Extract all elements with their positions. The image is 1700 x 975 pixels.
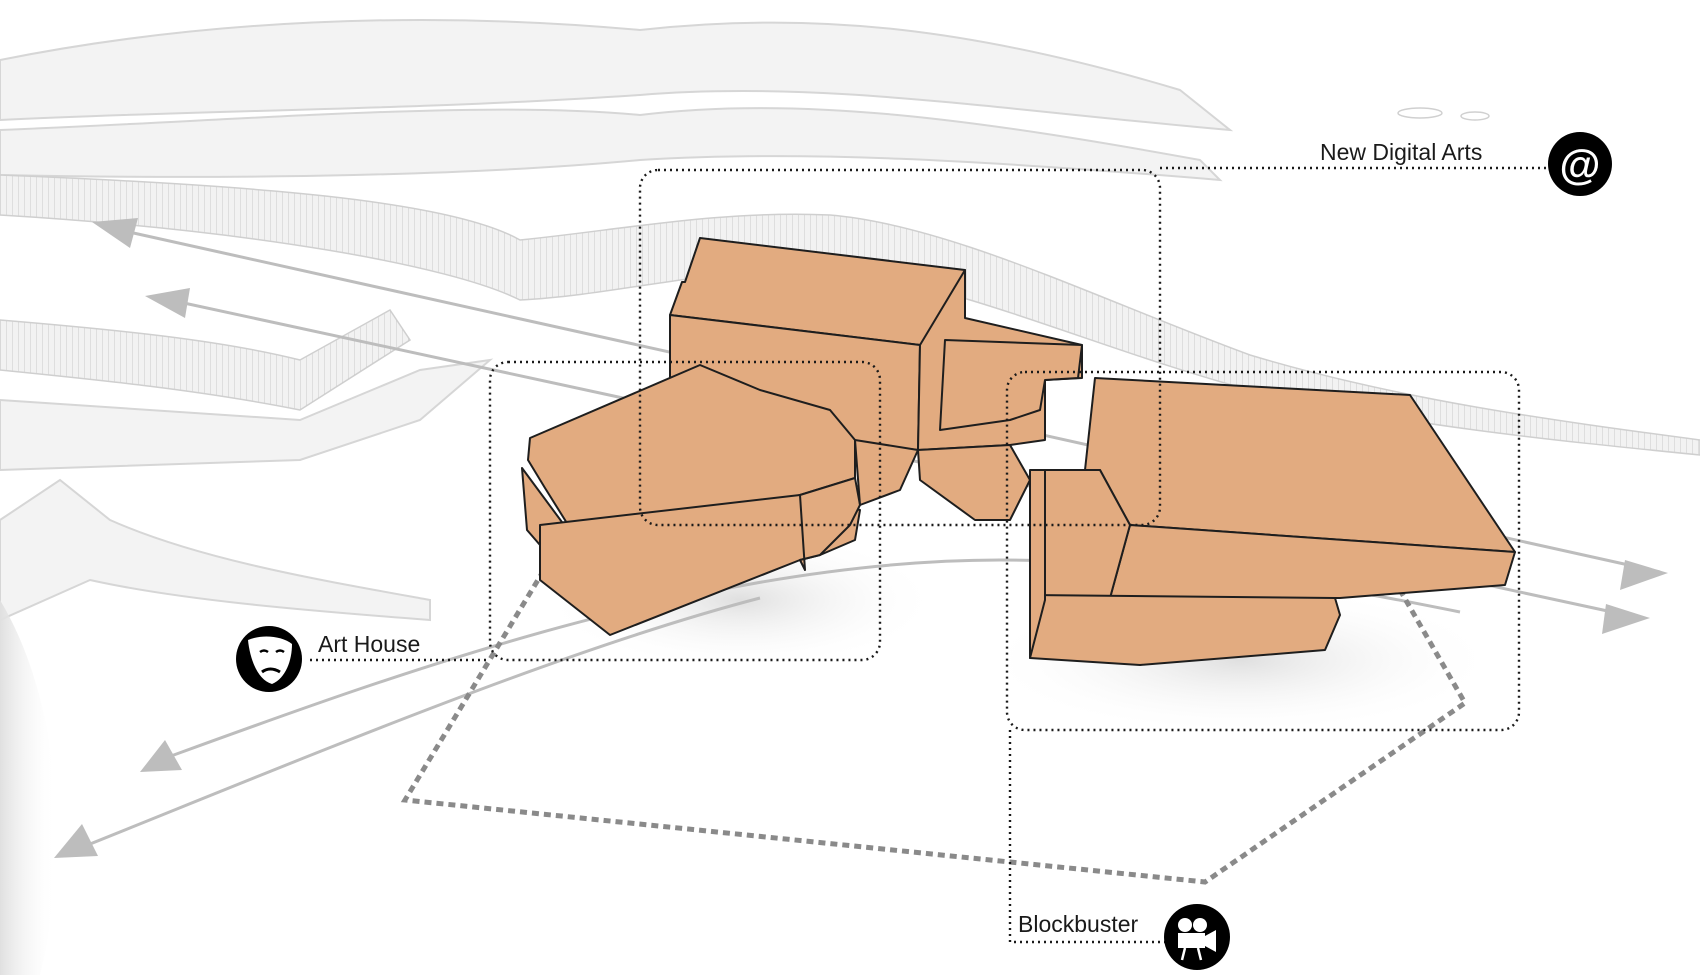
label-art-house: Art House <box>236 626 420 692</box>
label-text: New Digital Arts <box>1320 139 1482 165</box>
arrowhead <box>92 218 138 248</box>
svg-text:@: @ <box>1560 141 1601 188</box>
at-sign-icon: @ <box>1548 132 1612 196</box>
terrain-left-curve <box>0 478 431 622</box>
label-blockbuster: Blockbuster <box>1018 904 1230 970</box>
terrain-ledge-lower <box>0 358 494 472</box>
zone-new-digital-arts <box>638 168 1162 527</box>
building-masses <box>521 237 1516 666</box>
terrain-ring <box>1460 111 1490 121</box>
program-zones <box>488 168 1521 732</box>
zone-blockbuster <box>1005 370 1521 732</box>
terrain-ledge-left <box>0 309 412 411</box>
leader-blockbuster <box>1008 730 1165 944</box>
film-camera-icon <box>1164 904 1230 970</box>
terrain-edge-shadow <box>0 600 57 975</box>
mass-north-step <box>939 339 1083 431</box>
terrain-ring <box>1397 107 1443 119</box>
arrowhead <box>1620 560 1668 590</box>
label-new-digital-arts: New Digital Arts @ <box>1320 132 1612 196</box>
label-text: Blockbuster <box>1018 911 1139 937</box>
mass-north-lower <box>917 444 1031 521</box>
terrain-ribbon-top <box>0 19 1234 132</box>
leader-lines <box>310 166 1550 944</box>
flow-line-curved <box>74 596 761 852</box>
arrowhead <box>140 740 182 772</box>
mass-west-connector <box>854 439 919 506</box>
arrowhead <box>145 288 190 318</box>
terrain-ribbon-middle <box>0 106 1223 182</box>
theater-mask-icon <box>236 626 302 692</box>
arrowhead <box>1602 604 1650 634</box>
terrain-ribbon-hatched <box>0 174 1700 456</box>
background-terrain <box>0 19 1700 975</box>
label-text: Art House <box>318 631 420 657</box>
arrowhead <box>54 824 98 858</box>
mass-east-left-wall <box>1029 469 1046 659</box>
site-boundary <box>400 558 1469 885</box>
